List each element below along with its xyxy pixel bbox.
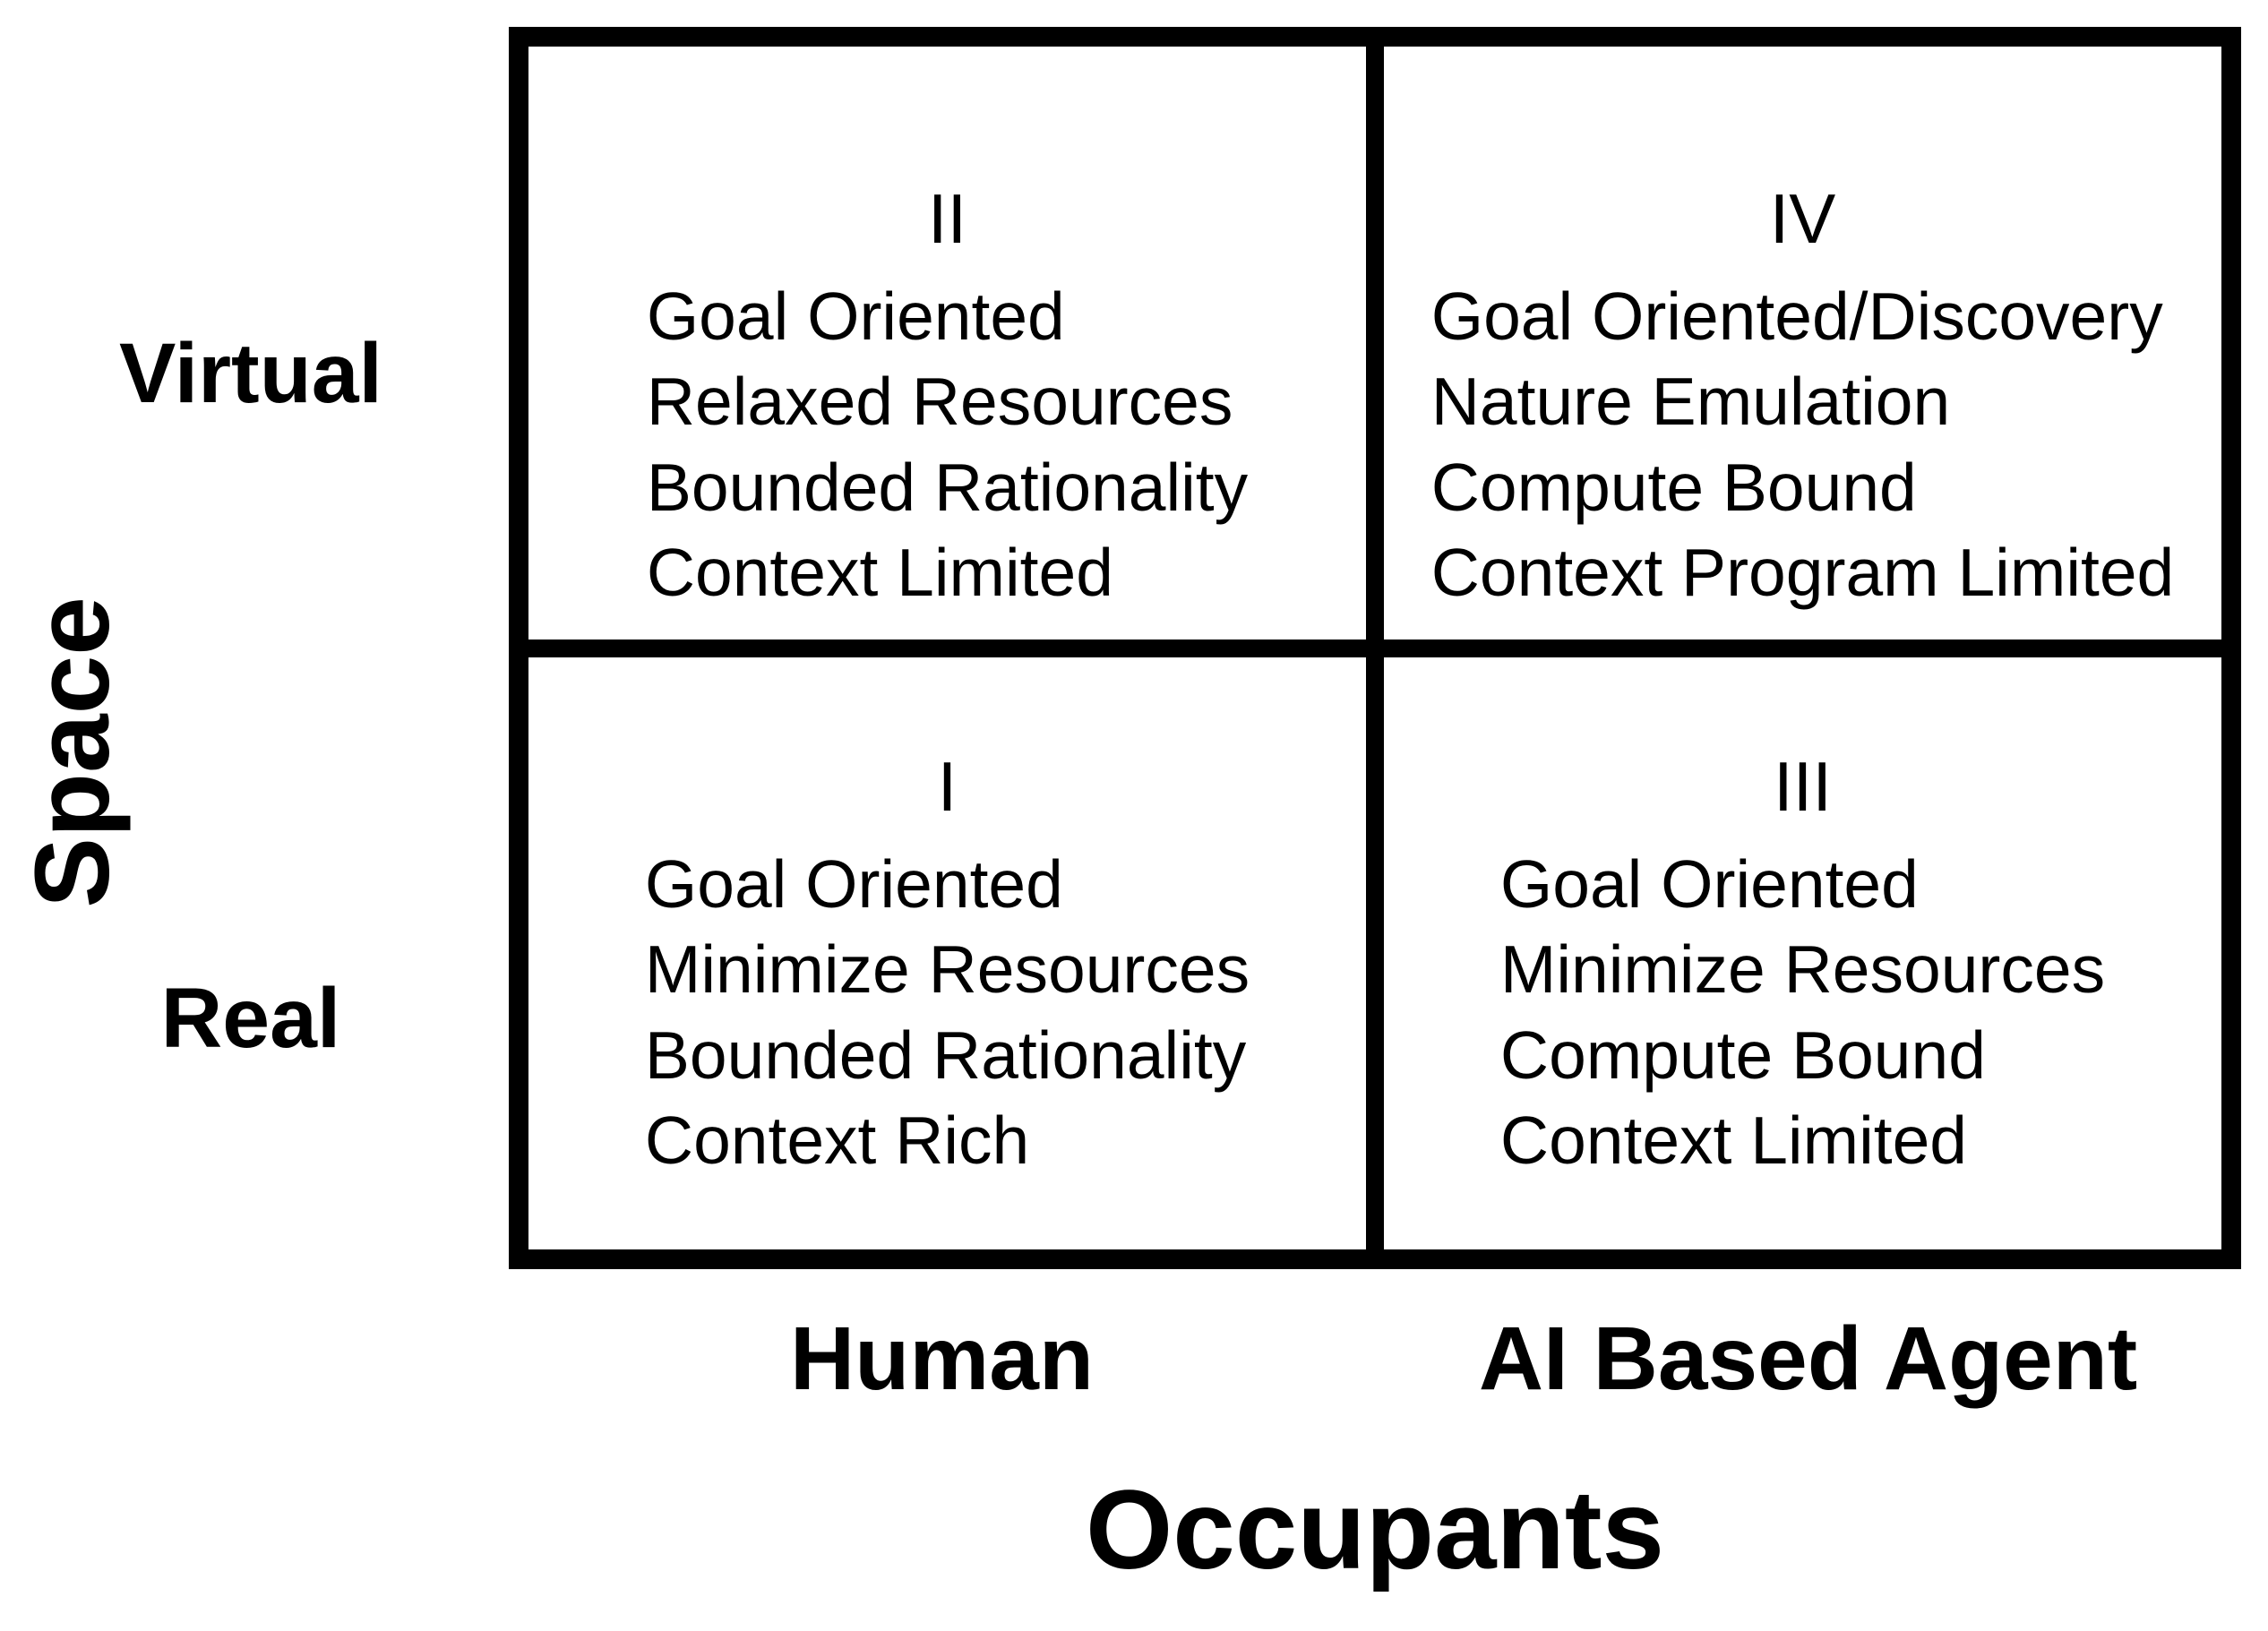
quadrant-matrix: II Goal Oriented Relaxed Resources Bound… [509, 27, 2241, 1269]
y-axis-label-virtual: Virtual [119, 326, 382, 421]
quadrant-iii-lines: Goal Oriented Minimize Resources Compute… [1500, 842, 2105, 1183]
quadrant-iv-content: IV Goal Oriented/Discovery Nature Emulat… [1431, 177, 2175, 615]
quadrant-line: Minimize Resources [644, 931, 1250, 1008]
x-axis-label-ai-based-agent: AI Based Agent [1478, 1309, 2138, 1409]
quadrant-iv-lines: Goal Oriented/Discovery Nature Emulation… [1431, 274, 2175, 615]
quadrant-ii-content: II Goal Oriented Relaxed Resources Bound… [647, 177, 1248, 615]
quadrant-line: Context Rich [644, 1102, 1030, 1178]
quadrant-i-lines: Goal Oriented Minimize Resources Bounded… [645, 842, 1250, 1183]
quadrant-line: Goal Oriented/Discovery [1430, 279, 2163, 355]
quadrant-iii-numeral: III [1773, 747, 1832, 827]
quadrant-line: Compute Bound [1499, 1017, 1986, 1093]
quadrant-line: Goal Oriented [1499, 846, 1919, 923]
quadrant-ii-lines: Goal Oriented Relaxed Resources Bounded … [647, 274, 1248, 615]
quadrant-i-numeral: I [937, 747, 958, 827]
quadrant-i-content: I Goal Oriented Minimize Resources Bound… [645, 745, 1250, 1183]
quadrant-line: Bounded Rationality [646, 449, 1249, 525]
x-axis-label-human: Human [790, 1309, 1094, 1409]
quadrant-line: Bounded Rationality [644, 1017, 1247, 1093]
x-axis-title: Occupants [1086, 1468, 1664, 1592]
y-axis-title: Space [13, 597, 133, 908]
quadrant-line: Relaxed Resources [646, 364, 1233, 440]
quadrant-line: Nature Emulation [1430, 364, 1951, 440]
quadrant-iv-numeral: IV [1769, 179, 1836, 259]
quadrant-line: Context Limited [1499, 1102, 1967, 1178]
quadrant-line: Goal Oriented [646, 279, 1065, 355]
quadrant-line: Context Limited [646, 534, 1113, 610]
quadrant-i: I Goal Oriented Minimize Resources Bound… [528, 648, 1375, 1249]
quadrant-line: Context Program Limited [1430, 534, 2175, 610]
quadrant-line: Minimize Resources [1499, 931, 2106, 1008]
quadrant-ii: II Goal Oriented Relaxed Resources Bound… [528, 47, 1375, 648]
quadrant-iv: IV Goal Oriented/Discovery Nature Emulat… [1375, 47, 2221, 648]
quadrant-ii-numeral: II [927, 179, 967, 259]
quadrant-line: Compute Bound [1430, 449, 1917, 525]
quadrant-line: Goal Oriented [644, 846, 1063, 923]
quadrant-iii-content: III Goal Oriented Minimize Resources Com… [1500, 745, 2105, 1183]
quadrant-iii: III Goal Oriented Minimize Resources Com… [1375, 648, 2221, 1249]
y-axis-label-real: Real [160, 971, 341, 1066]
